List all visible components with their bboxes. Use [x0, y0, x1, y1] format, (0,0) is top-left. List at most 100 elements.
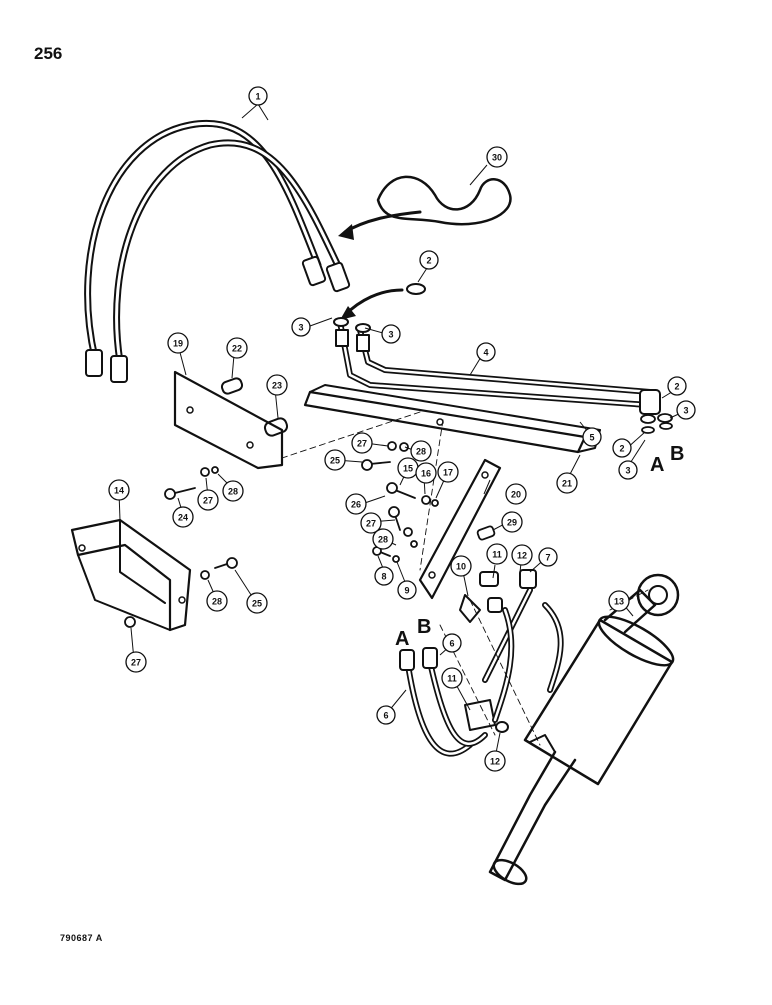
- callout-label: 28: [416, 447, 426, 457]
- port-label-b: B: [417, 616, 431, 638]
- callout-3: 3: [618, 460, 638, 480]
- callout-9: 9: [397, 580, 417, 600]
- callout-11: 11: [441, 667, 463, 689]
- callout-12: 12: [484, 750, 506, 772]
- callout-14: 14: [108, 479, 130, 501]
- callout-label: 12: [490, 757, 500, 767]
- channel-bracket-21: [303, 384, 601, 454]
- callout-label: 16: [421, 469, 431, 479]
- port-label-a: A: [650, 454, 664, 476]
- callout-29: 29: [501, 511, 523, 533]
- callout-label: 26: [351, 500, 361, 510]
- callout-label: 28: [228, 487, 238, 497]
- callout-label: 13: [614, 597, 624, 607]
- callout-28: 28: [222, 480, 244, 502]
- callout-3: 3: [291, 317, 311, 337]
- callout-label: 20: [511, 490, 521, 500]
- callout-label: 23: [272, 381, 282, 391]
- callout-3: 3: [381, 324, 401, 344]
- callout-3: 3: [676, 400, 696, 420]
- callout-label: 27: [357, 439, 367, 449]
- callout-label: 27: [131, 658, 141, 668]
- callout-label: 19: [173, 339, 183, 349]
- callout-label: 22: [232, 344, 242, 354]
- callout-2: 2: [667, 376, 687, 396]
- callout-2: 2: [612, 438, 632, 458]
- callout-27: 27: [351, 432, 373, 454]
- callout-label: 4: [483, 348, 488, 358]
- callout-25: 25: [324, 449, 346, 471]
- callout-16: 16: [415, 462, 437, 484]
- bracket-19: [173, 370, 289, 470]
- callout-27: 27: [360, 512, 382, 534]
- page-number: 256: [34, 44, 63, 63]
- callout-label: 30: [492, 153, 502, 163]
- clip-arrow: [343, 210, 422, 234]
- callout-27: 27: [197, 489, 219, 511]
- callout-label: 15: [403, 464, 413, 474]
- callout-label: 27: [366, 519, 376, 529]
- callout-4: 4: [476, 342, 496, 362]
- callout-label: 6: [383, 711, 388, 721]
- callout-label: 6: [449, 639, 454, 649]
- callout-28: 28: [206, 590, 228, 612]
- plate-20: [418, 458, 502, 600]
- callout-label: 28: [212, 597, 222, 607]
- callout-label: 7: [545, 553, 550, 563]
- callout-label: 9: [404, 586, 409, 596]
- callout-22: 22: [226, 337, 248, 359]
- callout-label: 21: [562, 479, 572, 489]
- callout-label: 12: [517, 551, 527, 561]
- callout-7: 7: [538, 547, 558, 567]
- callout-28: 28: [410, 440, 432, 462]
- callout-1: 1: [248, 86, 268, 106]
- callout-label: 11: [492, 550, 502, 560]
- callout-label: 1: [255, 92, 260, 102]
- callout-2: 2: [419, 250, 439, 270]
- hydraulic-cylinder-13: [488, 573, 680, 886]
- callout-label: 3: [388, 330, 393, 340]
- callout-30: 30: [486, 146, 508, 168]
- port-label-a: A: [395, 628, 409, 650]
- callout-label: 27: [203, 496, 213, 506]
- callout-label: 11: [447, 674, 457, 684]
- callout-label: 3: [683, 406, 688, 416]
- callout-label: 2: [426, 256, 431, 266]
- callout-15: 15: [397, 457, 419, 479]
- callout-label: 2: [674, 382, 679, 392]
- bracket-14: [70, 518, 192, 632]
- callout-6: 6: [442, 633, 462, 653]
- callout-25: 25: [246, 592, 268, 614]
- callout-6: 6: [376, 705, 396, 725]
- callout-label: 5: [589, 433, 594, 443]
- callout-21: 21: [556, 472, 578, 494]
- callout-19: 19: [167, 332, 189, 354]
- callout-label: 24: [178, 513, 188, 523]
- port-label-b: B: [670, 443, 684, 465]
- callout-17: 17: [437, 461, 459, 483]
- figure-code: 790687 A: [60, 933, 103, 943]
- hardware-bolts: [124, 413, 673, 628]
- callout-26: 26: [345, 493, 367, 515]
- callout-10: 10: [450, 555, 472, 577]
- callout-label: 8: [381, 572, 386, 582]
- port-labels: A B A B: [395, 443, 684, 650]
- callout-8: 8: [374, 566, 394, 586]
- callout-11: 11: [486, 543, 508, 565]
- callout-label: 10: [456, 562, 466, 572]
- callout-group: 1 30 2 3 3 4 19 22 23 2 3 2 3 5 21 27 28…: [108, 86, 696, 772]
- callout-label: 3: [298, 323, 303, 333]
- callout-12: 12: [511, 544, 533, 566]
- hose-clip-30: [376, 175, 512, 226]
- hose-assembly-pair: [84, 119, 351, 383]
- callout-label: 25: [330, 456, 340, 466]
- callout-28: 28: [372, 528, 394, 550]
- callout-label: 17: [443, 468, 453, 478]
- hoses-6: [399, 647, 488, 757]
- callout-27: 27: [125, 651, 147, 673]
- callout-20: 20: [505, 483, 527, 505]
- callout-label: 25: [252, 599, 262, 609]
- callout-5: 5: [582, 427, 602, 447]
